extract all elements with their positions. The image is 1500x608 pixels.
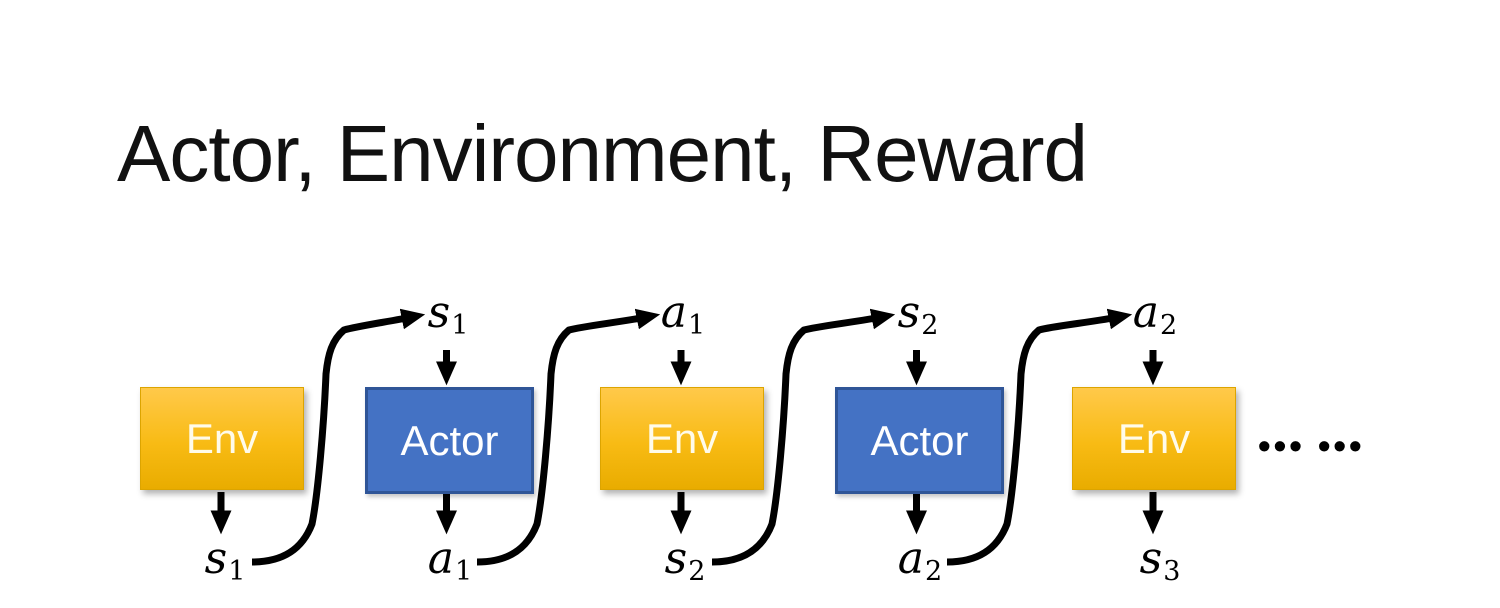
env-box-3-label: Env [1117,414,1191,462]
env-box-1: Env [140,387,304,490]
env-box-1-label: Env [185,414,259,462]
env-box-3: Env [1072,387,1236,490]
top-label-a1: a1 [660,287,706,341]
bottom-label-s3: s3 [1139,533,1181,587]
bottom-label-a2: a2 [897,533,943,587]
actor-box-2: Actor [835,387,1004,494]
env-box-2: Env [600,387,764,490]
slide-title: Actor, Environment, Reward [117,109,1088,198]
top-label-a2: a2 [1132,287,1178,341]
top-label-s2: s2 [897,287,939,341]
bottom-label-s2: s2 [664,533,706,587]
top-label-s1: s1 [427,287,469,341]
actor-box-1-label: Actor [400,416,499,464]
env-box-2-label: Env [645,414,719,462]
actor-box-1: Actor [365,387,534,494]
bottom-label-s1: s1 [204,533,246,587]
continuation-ellipsis: ••• ••• [1258,425,1365,466]
bottom-label-a1: a1 [427,533,473,587]
actor-box-2-label: Actor [870,416,969,464]
